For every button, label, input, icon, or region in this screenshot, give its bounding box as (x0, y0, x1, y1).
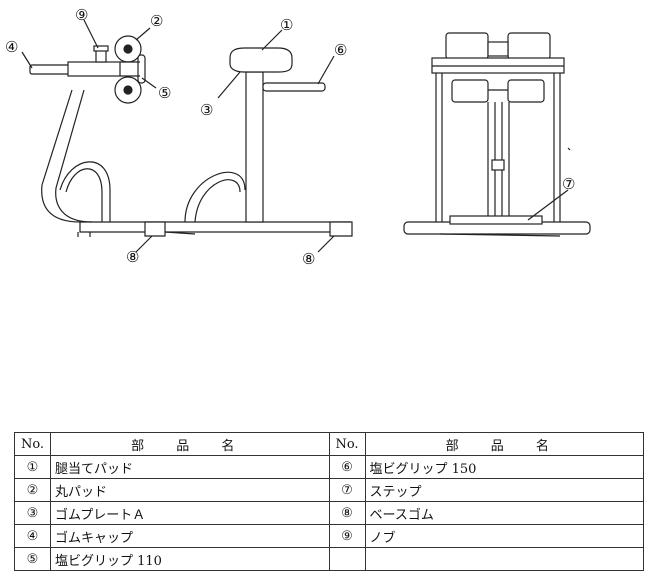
header-name-left: 部 品 名 (50, 432, 330, 456)
callout-7: ⑦ (562, 175, 575, 193)
equipment-diagram: ④ ⑨ ② ⑤ ① ③ ⑥ ⑧ ⑧ ⑦ (5, 6, 591, 268)
callout-8-right: ⑧ (302, 250, 315, 268)
part-number: ④ (14, 524, 51, 548)
part-number: ⑨ (328, 524, 366, 548)
callout-3: ③ (200, 101, 213, 119)
header-no-right: No. (328, 432, 366, 456)
part-number (328, 547, 366, 571)
part-number: ⑥ (328, 455, 366, 479)
part-name: ノブ (364, 524, 644, 548)
header-name-right: 部 品 名 (364, 432, 644, 456)
part-name: 塩ビグリップ 110 (50, 547, 330, 571)
part-name: 腿当てパッド (50, 455, 330, 479)
part-number: ⑧ (328, 501, 366, 525)
part-number: ① (14, 455, 51, 479)
table-row: ① 腿当てパッド ⑥ 塩ビグリップ 150 (14, 455, 644, 479)
table-row: ③ ゴムプレートＡ ⑧ ベースゴム (14, 501, 644, 525)
part-name: ベースゴム (364, 501, 644, 525)
part-name: ステップ (364, 478, 644, 502)
callout-6: ⑥ (334, 41, 347, 59)
callout-1: ① (280, 16, 293, 34)
part-name: 塩ビグリップ 150 (364, 455, 644, 479)
part-name: ゴムキャップ (50, 524, 330, 548)
table-row: ② 丸パッド ⑦ ステップ (14, 478, 644, 502)
callout-4: ④ (5, 38, 18, 56)
table-row: ④ ゴムキャップ ⑨ ノブ (14, 524, 644, 548)
callout-9: ⑨ (75, 6, 88, 24)
part-number: ⑤ (14, 547, 51, 571)
parts-table-header: No. 部 品 名 No. 部 品 名 (14, 432, 644, 456)
part-name: ゴムプレートＡ (50, 501, 330, 525)
side-view (21, 19, 353, 253)
callout-2: ② (150, 12, 163, 30)
part-name (364, 547, 644, 571)
header-no-left: No. (14, 432, 51, 456)
callout-labels: ④ ⑨ ② ⑤ ① ③ ⑥ ⑧ ⑧ ⑦ (5, 6, 575, 268)
part-number: ② (14, 478, 51, 502)
part-number: ⑦ (328, 478, 366, 502)
part-name: 丸パッド (50, 478, 330, 502)
callout-8-left: ⑧ (126, 248, 139, 266)
parts-table: No. 部 品 名 No. 部 品 名 ① 腿当てパッド ⑥ 塩ビグリップ 15… (14, 432, 644, 571)
callout-5: ⑤ (158, 84, 171, 102)
table-row: ⑤ 塩ビグリップ 110 (14, 547, 644, 571)
part-number: ③ (14, 501, 51, 525)
front-view (403, 32, 591, 237)
